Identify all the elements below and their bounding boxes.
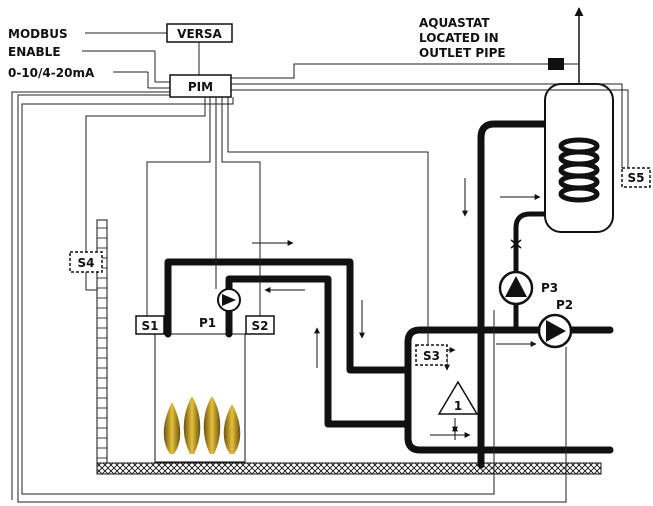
hydraulic-separator xyxy=(404,326,498,454)
sensor-s5-label: S5 xyxy=(628,171,645,185)
pump-p2 xyxy=(537,313,573,349)
aquastat-sensor xyxy=(548,58,564,70)
versa-label: VERSA xyxy=(177,27,222,41)
boiler-return-pipe xyxy=(225,275,412,428)
sensor-s4-label: S4 xyxy=(78,256,95,270)
tank-return-pipe xyxy=(513,211,556,333)
floor-slab xyxy=(96,462,602,475)
pump-p1-label: P1 xyxy=(199,316,216,330)
aquastat-label-line1: AQUASTAT xyxy=(419,16,490,30)
pump-p3 xyxy=(498,270,534,306)
warning-triangle xyxy=(437,380,479,415)
aquastat-label-line3: OUTLET PIPE xyxy=(419,46,506,60)
control-wiring xyxy=(11,32,629,503)
pump-p2-label: P2 xyxy=(556,298,573,312)
flow-arrows xyxy=(252,178,541,440)
sensor-s3-box xyxy=(415,344,448,366)
analog-label: 0-10/4-20mA xyxy=(8,66,95,80)
indirect-tank xyxy=(544,83,614,233)
boiler-supply-pipe xyxy=(164,258,412,374)
sensor-s5-box xyxy=(621,167,651,188)
check-valve xyxy=(510,239,522,249)
pim-box xyxy=(169,74,232,98)
aquastat-label-line2: LOCATED IN xyxy=(419,31,499,45)
sensor-s1-box xyxy=(135,315,165,335)
burner-flames xyxy=(163,396,241,454)
tank-coil xyxy=(558,137,600,203)
sensor-s2-box xyxy=(245,315,275,335)
modbus-label: MODBUS xyxy=(8,27,68,41)
tank-supply-pipe xyxy=(477,120,557,334)
warning-number: 1 xyxy=(454,399,462,413)
sensor-s3-label: S3 xyxy=(423,349,440,363)
sensor-s1-label: S1 xyxy=(142,319,159,333)
versa-box xyxy=(166,23,233,43)
sensor-s2-label: S2 xyxy=(252,319,269,333)
pim-label: PIM xyxy=(188,80,213,94)
pump-p1 xyxy=(217,288,241,312)
sensor-s4-box xyxy=(69,251,103,273)
enable-label: ENABLE xyxy=(8,45,61,59)
pump-p3-label: P3 xyxy=(541,281,558,295)
